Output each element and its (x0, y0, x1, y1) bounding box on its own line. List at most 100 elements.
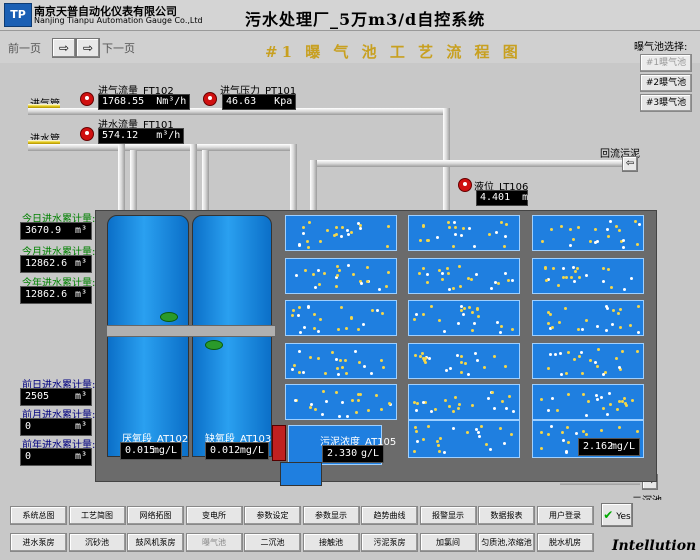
arrow-left-icon[interactable]: ⇨ (52, 38, 76, 58)
bubble (460, 354, 464, 358)
menu-button-menurow1-8[interactable]: 数据报表 (478, 506, 535, 525)
bubble (459, 370, 463, 374)
bubble (618, 228, 622, 232)
bubble (437, 318, 441, 322)
water-flow-readout: 574.12 m³/h (98, 128, 185, 144)
bubble (340, 226, 344, 230)
air-pipe (28, 108, 448, 115)
air-pressure-gauge-icon[interactable] (203, 92, 217, 106)
menu-button-menurow1-7[interactable]: 报警显示 (419, 506, 477, 525)
bubble (335, 233, 339, 237)
bubble (607, 267, 611, 271)
bubble (414, 409, 418, 413)
bubble (357, 360, 361, 364)
pump-icon[interactable] (272, 425, 286, 461)
bubble (336, 367, 340, 371)
air-flow-gauge-icon[interactable] (80, 92, 94, 106)
bubble (566, 441, 570, 445)
water-pipe (28, 144, 296, 151)
pool-select-2-button[interactable]: #2曝气池 (640, 74, 692, 92)
bubble (467, 227, 471, 231)
discharge-well (280, 462, 322, 486)
bubble (422, 437, 426, 441)
bubble (506, 279, 510, 283)
pool-select-1-button[interactable]: #1曝气池 (640, 54, 692, 72)
menu-button-menurow2-9[interactable]: 脱水机房 (536, 533, 594, 552)
bubble (610, 323, 614, 327)
bubble (548, 352, 552, 356)
level-gauge-icon[interactable] (458, 178, 472, 192)
bubble (550, 326, 554, 330)
menu-button-menurow1-3[interactable]: 变电所 (185, 506, 243, 525)
bubble (618, 399, 622, 403)
bubble (357, 393, 361, 396)
aeration-cell (408, 420, 520, 458)
bubble (447, 271, 451, 275)
return-sludge-pipe (310, 160, 632, 167)
mixer-2-icon[interactable] (205, 340, 223, 350)
menu-button-menurow1-4[interactable]: 参数设定 (244, 506, 301, 525)
menu-button-menurow1-1[interactable]: 工艺简图 (68, 506, 126, 525)
bubble (437, 449, 441, 453)
bubble (568, 243, 572, 247)
bubble (350, 230, 354, 234)
menu-button-menurow2-4[interactable]: 二沉池 (244, 533, 301, 552)
bubble (414, 425, 418, 429)
water-flow-gauge-icon[interactable] (80, 127, 94, 141)
bubble (549, 313, 553, 317)
menu-button-menurow1-0[interactable]: 系统总图 (10, 506, 67, 525)
menu-button-menurow2-7[interactable]: 加氯间 (419, 533, 477, 552)
bubble (370, 371, 374, 375)
menu-button-menurow2-5[interactable]: 接触池 (302, 533, 360, 552)
menu-button-menurow2-8[interactable]: 匀质池,浓缩池 (478, 533, 535, 552)
menu-button-menurow2-3[interactable]: 曝气池 (185, 533, 243, 552)
bubble (551, 396, 555, 400)
bubble (297, 370, 301, 374)
bubble (578, 276, 582, 280)
bubble (593, 361, 597, 365)
bubble (351, 273, 355, 277)
bubble (494, 230, 498, 234)
bubble (607, 392, 611, 396)
menu-button-menurow1-2[interactable]: 网络拓图 (127, 506, 184, 525)
next-page-link[interactable]: 下一页 (102, 42, 135, 55)
bubble (580, 371, 584, 375)
arrow-right-icon[interactable]: ⇨ (76, 38, 100, 58)
bubble (546, 433, 550, 437)
bubble (305, 240, 309, 244)
bubble (601, 373, 605, 377)
mixer-1-icon[interactable] (160, 312, 178, 322)
bubble (601, 280, 605, 284)
bubble (334, 275, 338, 279)
bubble (307, 221, 311, 225)
bubble (497, 282, 501, 286)
menu-button-menurow1-9[interactable]: 用户登录 (536, 506, 594, 525)
bubble (290, 367, 294, 371)
bubble (485, 443, 488, 447)
bubble (335, 226, 339, 230)
bubble (584, 413, 588, 417)
bubble (479, 425, 483, 429)
company-logo: TP (4, 3, 32, 27)
bubble (359, 282, 363, 286)
menu-button-menurow2-0[interactable]: 进水泵房 (10, 533, 67, 552)
bubble (546, 321, 550, 325)
bubble (560, 224, 564, 228)
bubble (413, 400, 416, 404)
level-label: 液位_LT106 (474, 182, 529, 193)
menu-button-menurow2-6[interactable]: 污泥泵房 (361, 533, 418, 552)
menu-button-menurow1-5[interactable]: 参数显示 (302, 506, 360, 525)
ok-button[interactable]: ✔ Yes (601, 503, 633, 527)
bubble (586, 399, 590, 403)
bubble (544, 278, 548, 282)
bubble (511, 409, 515, 413)
bubble (347, 232, 351, 236)
pool-select-3-button[interactable]: #3曝气池 (640, 94, 692, 112)
menu-button-menurow1-6[interactable]: 趋势曲线 (361, 506, 418, 525)
bubble (596, 240, 600, 244)
bubble (496, 320, 500, 324)
prev-page-link[interactable]: 前一页 (8, 42, 41, 55)
bubble (582, 393, 586, 397)
menu-button-menurow2-2[interactable]: 鼓风机泵房 (127, 533, 184, 552)
menu-button-menurow2-1[interactable]: 沉砂池 (68, 533, 126, 552)
